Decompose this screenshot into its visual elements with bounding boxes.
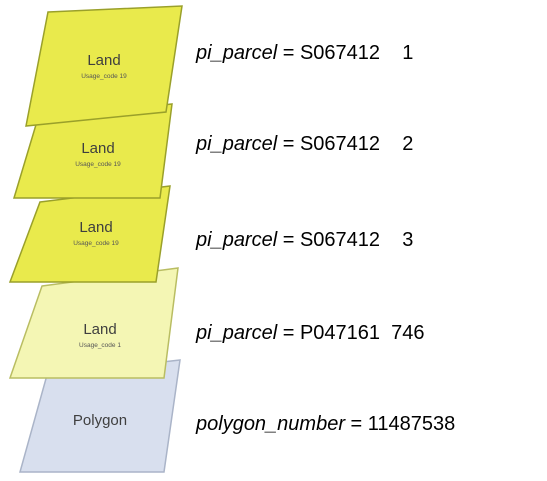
label-gap xyxy=(380,322,391,344)
layer-subtitle: Usage_code 19 xyxy=(73,240,119,247)
label-index: 1 xyxy=(402,42,414,64)
label-value: 11487538 xyxy=(367,413,456,435)
label-variable: pi_parcel xyxy=(196,133,278,155)
label-value: S067412 xyxy=(299,42,381,64)
layer-title: Land xyxy=(83,321,116,338)
layer-label-4: pi_parcel = P047161 746 xyxy=(196,321,425,345)
label-equals: = xyxy=(277,42,300,64)
label-variable: polygon_number xyxy=(196,413,345,435)
label-gap xyxy=(380,133,402,155)
layer-stack-diagram: Polygon Land Usage_code 1 Land Usage_cod… xyxy=(8,5,183,473)
label-equals: = xyxy=(277,322,300,344)
label-index: 3 xyxy=(402,229,414,251)
layer-label-1: pi_parcel = S067412 1 xyxy=(196,41,413,65)
label-equals: = xyxy=(345,413,368,435)
layer-land-1: Land Usage_code 19 xyxy=(25,5,183,127)
layer-land-2: Land Usage_code 19 xyxy=(12,103,173,199)
layer-shape xyxy=(25,5,183,127)
layer-subtitle: Usage_code 1 xyxy=(79,342,121,349)
layer-label-3: pi_parcel = S067412 3 xyxy=(196,228,413,252)
label-gap xyxy=(380,229,402,251)
label-value: S067412 xyxy=(299,133,381,155)
layer-land-3: Land Usage_code 19 xyxy=(8,185,171,283)
layer-land-4: Land Usage_code 1 xyxy=(8,267,179,379)
layer-subtitle: Usage_code 19 xyxy=(81,73,127,80)
label-equals: = xyxy=(277,229,300,251)
label-index: 2 xyxy=(402,133,414,155)
layer-subtitle: Usage_code 19 xyxy=(75,161,121,168)
layer-label-5: polygon_number = 11487538 xyxy=(196,412,455,436)
layer-title: Land xyxy=(87,52,120,69)
layer-title: Land xyxy=(81,140,114,157)
layer-title: Polygon xyxy=(73,412,127,429)
layer-polygon: Polygon xyxy=(19,359,181,473)
label-index: 746 xyxy=(391,322,425,344)
label-equals: = xyxy=(277,133,300,155)
layer-label-2: pi_parcel = S067412 2 xyxy=(196,132,413,156)
label-value: S067412 xyxy=(299,229,381,251)
label-variable: pi_parcel xyxy=(196,322,278,344)
label-value: P047161 xyxy=(299,322,381,344)
layer-title: Land xyxy=(79,219,112,236)
label-variable: pi_parcel xyxy=(196,42,278,64)
label-gap xyxy=(380,42,402,64)
label-variable: pi_parcel xyxy=(196,229,278,251)
